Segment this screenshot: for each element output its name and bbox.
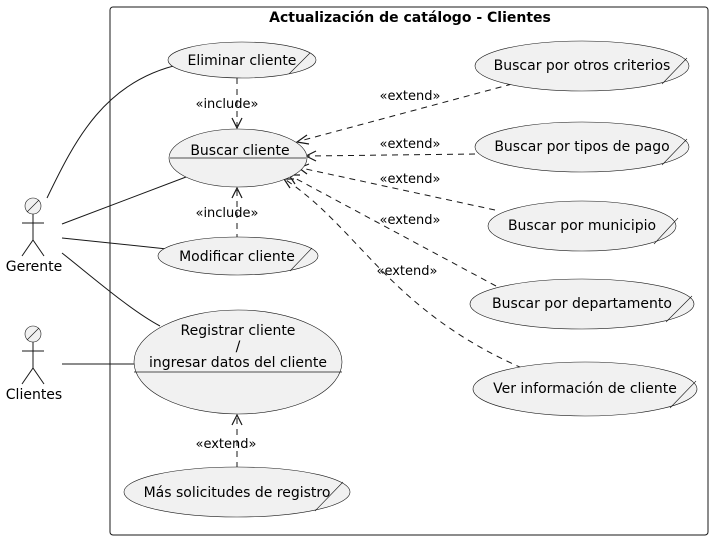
actor-clientes[interactable]: Clientes — [6, 325, 62, 403]
usecase-buscar-departamento[interactable]: Buscar por departamento — [469, 278, 695, 330]
usecase-label: Más solicitudes de registro — [144, 485, 331, 501]
usecase-ver-informacion[interactable]: Ver información de cliente — [472, 361, 698, 417]
usecase-registrar-cliente[interactable]: Registrar cliente / ingresar datos del c… — [133, 309, 343, 415]
label-include-modificar: «include» — [195, 206, 258, 221]
usecase-mas-solicitudes[interactable]: Más solicitudes de registro — [123, 466, 351, 518]
usecase-buscar-otros-criterios[interactable]: Buscar por otros criterios — [474, 40, 690, 92]
business-usecase-mark-icon — [314, 481, 344, 512]
label-extend-otros: «extend» — [380, 89, 441, 104]
assoc-gerente-modificar — [61, 237, 168, 250]
system-title: Actualización de catálogo - Clientes — [269, 10, 551, 26]
business-usecase-mark-icon — [665, 295, 693, 323]
label-extend-municipio: «extend» — [380, 172, 441, 187]
label-extend-pago: «extend» — [380, 137, 441, 152]
rel-extend-pago — [307, 153, 476, 157]
actor-mark-icon — [26, 199, 40, 213]
rel-extend-departamento — [290, 175, 497, 287]
usecase-label-line2: / — [236, 339, 241, 355]
usecase-label: Buscar por departamento — [492, 296, 672, 312]
usecase-label: Buscar cliente — [190, 143, 289, 159]
label-include-eliminar: «include» — [195, 97, 258, 112]
usecase-label: Ver información de cliente — [493, 381, 677, 397]
actor-label-clientes: Clientes — [6, 387, 62, 403]
business-usecase-mark-icon — [669, 380, 697, 409]
actor-gerente[interactable]: Gerente — [6, 197, 63, 275]
business-usecase-mark-icon — [661, 57, 688, 85]
actor-mark-icon — [26, 327, 40, 341]
actor-label-gerente: Gerente — [6, 259, 63, 275]
business-usecase-mark-icon — [661, 138, 688, 166]
business-usecase-mark-icon — [289, 247, 313, 272]
usecase-buscar-municipio[interactable]: Buscar por municipio — [487, 200, 679, 252]
usecase-eliminar-cliente[interactable]: Eliminar cliente — [167, 41, 317, 79]
usecase-buscar-cliente[interactable]: Buscar cliente — [168, 128, 308, 188]
usecase-modificar-cliente[interactable]: Modificar cliente — [157, 236, 319, 276]
business-usecase-mark-icon — [653, 217, 679, 245]
rel-extend-municipio — [300, 167, 496, 211]
assoc-gerente-registrar — [61, 252, 161, 327]
label-extend-mas: «extend» — [196, 437, 257, 452]
usecase-label: Buscar por tipos de pago — [494, 139, 669, 155]
assoc-gerente-eliminar — [46, 63, 183, 199]
usecase-label: Modificar cliente — [179, 249, 295, 265]
label-extend-departamento: «extend» — [380, 213, 441, 228]
usecase-label: Eliminar cliente — [188, 53, 297, 69]
usecase-label: Buscar por municipio — [508, 218, 656, 234]
assoc-gerente-buscar — [61, 176, 187, 225]
label-extend-info: «extend» — [377, 264, 438, 279]
usecase-label-line3: ingresar datos del cliente — [149, 355, 327, 371]
rel-extend-otros — [299, 83, 513, 142]
usecase-label: Buscar por otros criterios — [494, 58, 671, 74]
rel-extend-info — [285, 179, 523, 369]
usecase-label-line1: Registrar cliente — [181, 323, 296, 339]
business-usecase-mark-icon — [288, 52, 311, 75]
usecase-buscar-tipos-pago[interactable]: Buscar por tipos de pago — [474, 121, 690, 173]
